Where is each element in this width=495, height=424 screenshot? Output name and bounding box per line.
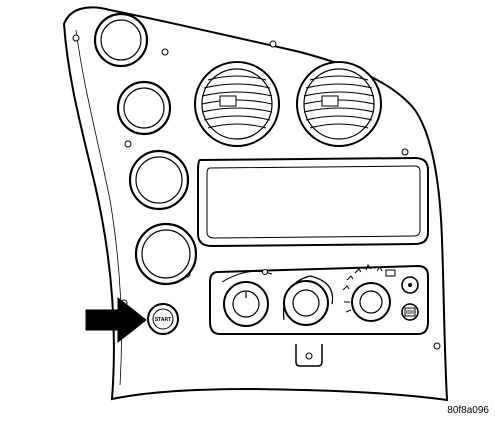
- start-button: START: [147, 303, 179, 335]
- mounting-tab: [295, 344, 323, 367]
- figure-reference-code: 80f8a096: [447, 405, 489, 416]
- mode-symbols: [342, 263, 383, 313]
- gauge-opening-2: [116, 80, 172, 136]
- screw-icon: [401, 148, 409, 156]
- screw-icon: [433, 342, 441, 350]
- arrow-right-icon: [85, 296, 147, 344]
- temperature-scale-end: [262, 269, 268, 275]
- temperature-scale: [221, 270, 273, 283]
- ac-button: [401, 303, 419, 321]
- climate-control-panel: [209, 263, 429, 335]
- screw-icon: [269, 40, 277, 48]
- gauge-openings: [93, 12, 198, 286]
- temperature-knob: [223, 281, 269, 327]
- screw-icon: [72, 34, 80, 42]
- screw-icon: [161, 48, 169, 56]
- fan-speed-knob: [282, 275, 334, 326]
- air-vent-right: [296, 61, 382, 147]
- mode-knob: [351, 282, 391, 322]
- gauge-opening-1: [93, 12, 149, 68]
- air-vent-left: [194, 61, 280, 147]
- center-storage-opening: [197, 156, 429, 248]
- mounting-screws: [72, 34, 441, 350]
- gauge-opening-3: [128, 149, 190, 211]
- gauge-opening-4: [134, 222, 198, 286]
- screw-icon: [124, 140, 132, 148]
- start-button-label: START: [155, 317, 171, 323]
- rear-defrost-icon: [385, 269, 396, 277]
- recirculation-button: [401, 276, 419, 294]
